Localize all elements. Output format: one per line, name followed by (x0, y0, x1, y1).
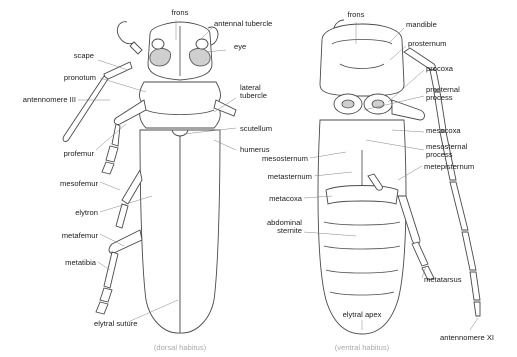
dorsal-pronotum (140, 82, 221, 128)
label-eye: eye (234, 42, 246, 51)
dorsal-left-hindleg (109, 230, 142, 253)
label-scape: scape (74, 51, 94, 60)
label-metacoxa: metacoxa (269, 194, 303, 203)
label-elytral-apex: elytral apex (343, 310, 382, 319)
dorsal-beetle-drawing (63, 22, 236, 333)
label-scutellum: scutellum (240, 124, 272, 133)
ventral-head (320, 24, 404, 96)
label-antennal-tubercle: antennal tubercle (214, 19, 272, 28)
label-procoxa: procoxa (426, 64, 454, 73)
label-metasternum: metasternum (268, 172, 312, 181)
label-metafemur: metafemur (62, 231, 99, 240)
ventral-metacoxae (326, 186, 398, 205)
dorsal-left-eye (150, 49, 171, 66)
label-metatarsus: metatarsus (424, 275, 462, 284)
label-antennomere-xi: antennomere XI (440, 333, 494, 342)
label-profemur: profemur (64, 149, 95, 158)
dorsal-left-midleg (122, 170, 142, 204)
label-frons-dorsal: frons (172, 8, 189, 17)
dorsal-right-eye (189, 49, 210, 66)
label-humerus: humerus (240, 145, 270, 154)
label-elytron: elytron (75, 208, 98, 217)
caption-dorsal-habitus: (dorsal habitus) (154, 343, 207, 352)
dorsal-right-elytron (180, 130, 220, 333)
label-pronotum: pronotum (64, 73, 96, 82)
label-mesocoxa: mesocoxa (426, 126, 461, 135)
label-metepisternum: metepisternum (424, 162, 474, 171)
label-frons-ventral: frons (348, 10, 365, 19)
ventral-right-foreleg (392, 100, 425, 120)
label-mesosternum: mesosternum (262, 154, 308, 163)
label-mandible: mandible (406, 20, 437, 29)
label-metatibia: metatibia (65, 258, 97, 267)
label-elytral-suture: elytral suture (94, 319, 137, 328)
label-mesofemur: mesofemur (60, 179, 98, 188)
ventral-beetle-drawing (318, 20, 480, 334)
caption-ventral-habitus: (ventral habitus) (335, 343, 390, 352)
label-antennomere-iii: antennomere III (23, 95, 76, 104)
ventral-procoxae (334, 94, 392, 114)
label-prosternum: prosternum (408, 39, 446, 48)
dorsal-left-elytron (140, 130, 180, 333)
